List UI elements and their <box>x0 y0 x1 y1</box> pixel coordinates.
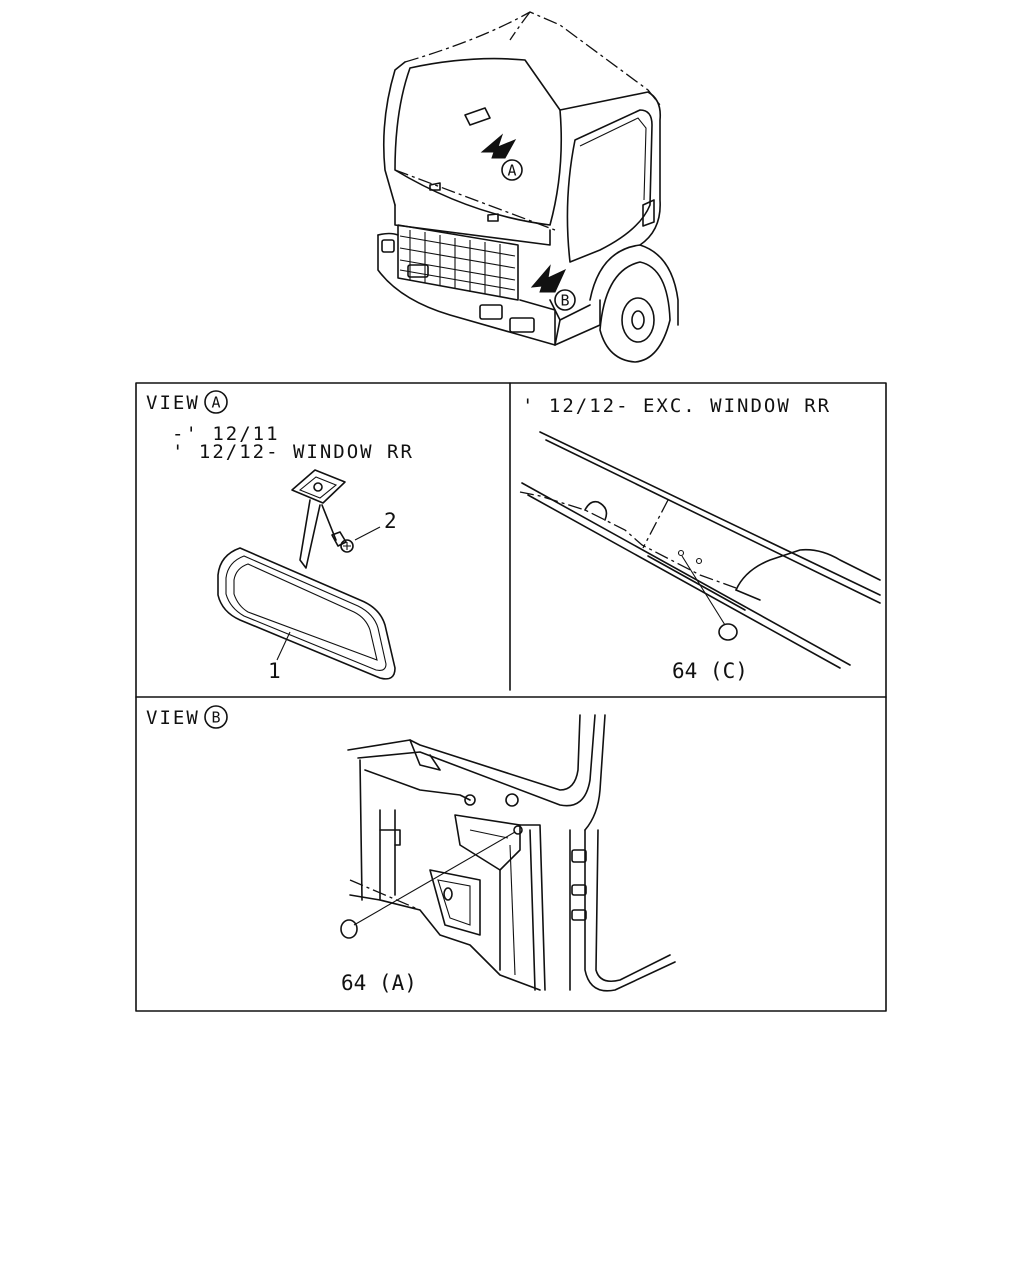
mirror-assembly <box>217 469 396 680</box>
marker-a-circle <box>501 159 523 181</box>
callout-1-label: 1 <box>268 659 281 683</box>
view-a-applic-line1: -' 12/11 <box>172 423 280 445</box>
callout-64c-label: 64 (C) <box>672 659 748 683</box>
callout-2-label: 2 <box>384 509 397 533</box>
marker-b-label: B <box>560 292 569 310</box>
arrow-to-view-a-icon <box>480 133 517 159</box>
marker-b-circle <box>554 289 576 311</box>
view-a-marker-label: A <box>211 394 220 412</box>
view-b-title: VIEW <box>146 707 200 729</box>
arrow-to-view-b-icon <box>530 264 567 293</box>
callout-64a-label: 64 (A) <box>341 971 417 995</box>
view-b-panel: VIEW B <box>146 705 676 995</box>
view-a-marker-circle <box>204 390 228 414</box>
plug-a-icon <box>340 919 358 939</box>
truck-cab-illustration: A B <box>377 11 679 363</box>
view-b-marker-circle <box>204 705 228 729</box>
view-b-marker-label: B <box>211 709 220 727</box>
marker-a-label: A <box>507 162 516 180</box>
view-a-title: VIEW <box>146 392 200 414</box>
bolt-part <box>331 531 354 553</box>
plug-c-icon <box>718 623 738 641</box>
view-c-panel: ' 12/12- EXC. WINDOW RR 64 (C) <box>519 395 881 683</box>
view-a-panel: VIEW A -' 12/11 ' 12/12- WINDOW RR 2 1 <box>146 390 414 683</box>
view-a-applic-line2: ' 12/12- WINDOW RR <box>172 441 414 463</box>
view-c-applic: ' 12/12- EXC. WINDOW RR <box>522 395 831 417</box>
view-frames <box>135 382 887 1012</box>
